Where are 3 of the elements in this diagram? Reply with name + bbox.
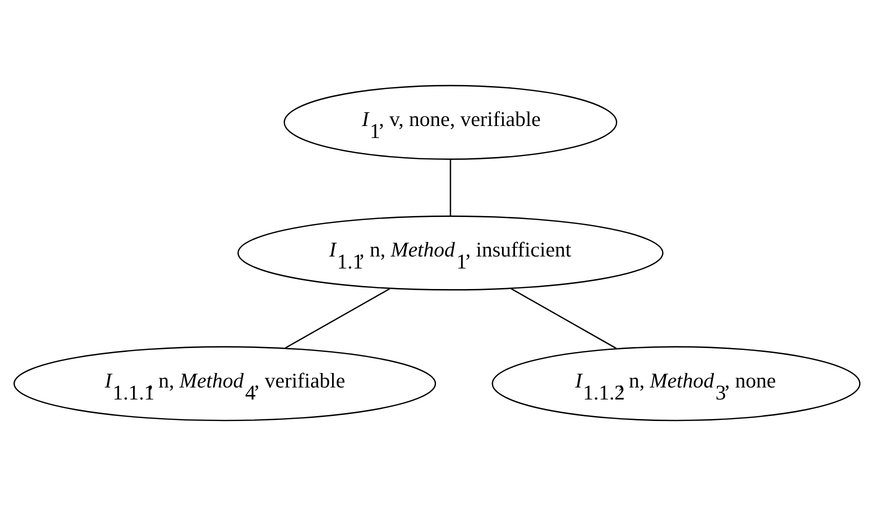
connector — [450, 160, 452, 216]
connector — [510, 288, 617, 349]
connector — [285, 288, 390, 348]
